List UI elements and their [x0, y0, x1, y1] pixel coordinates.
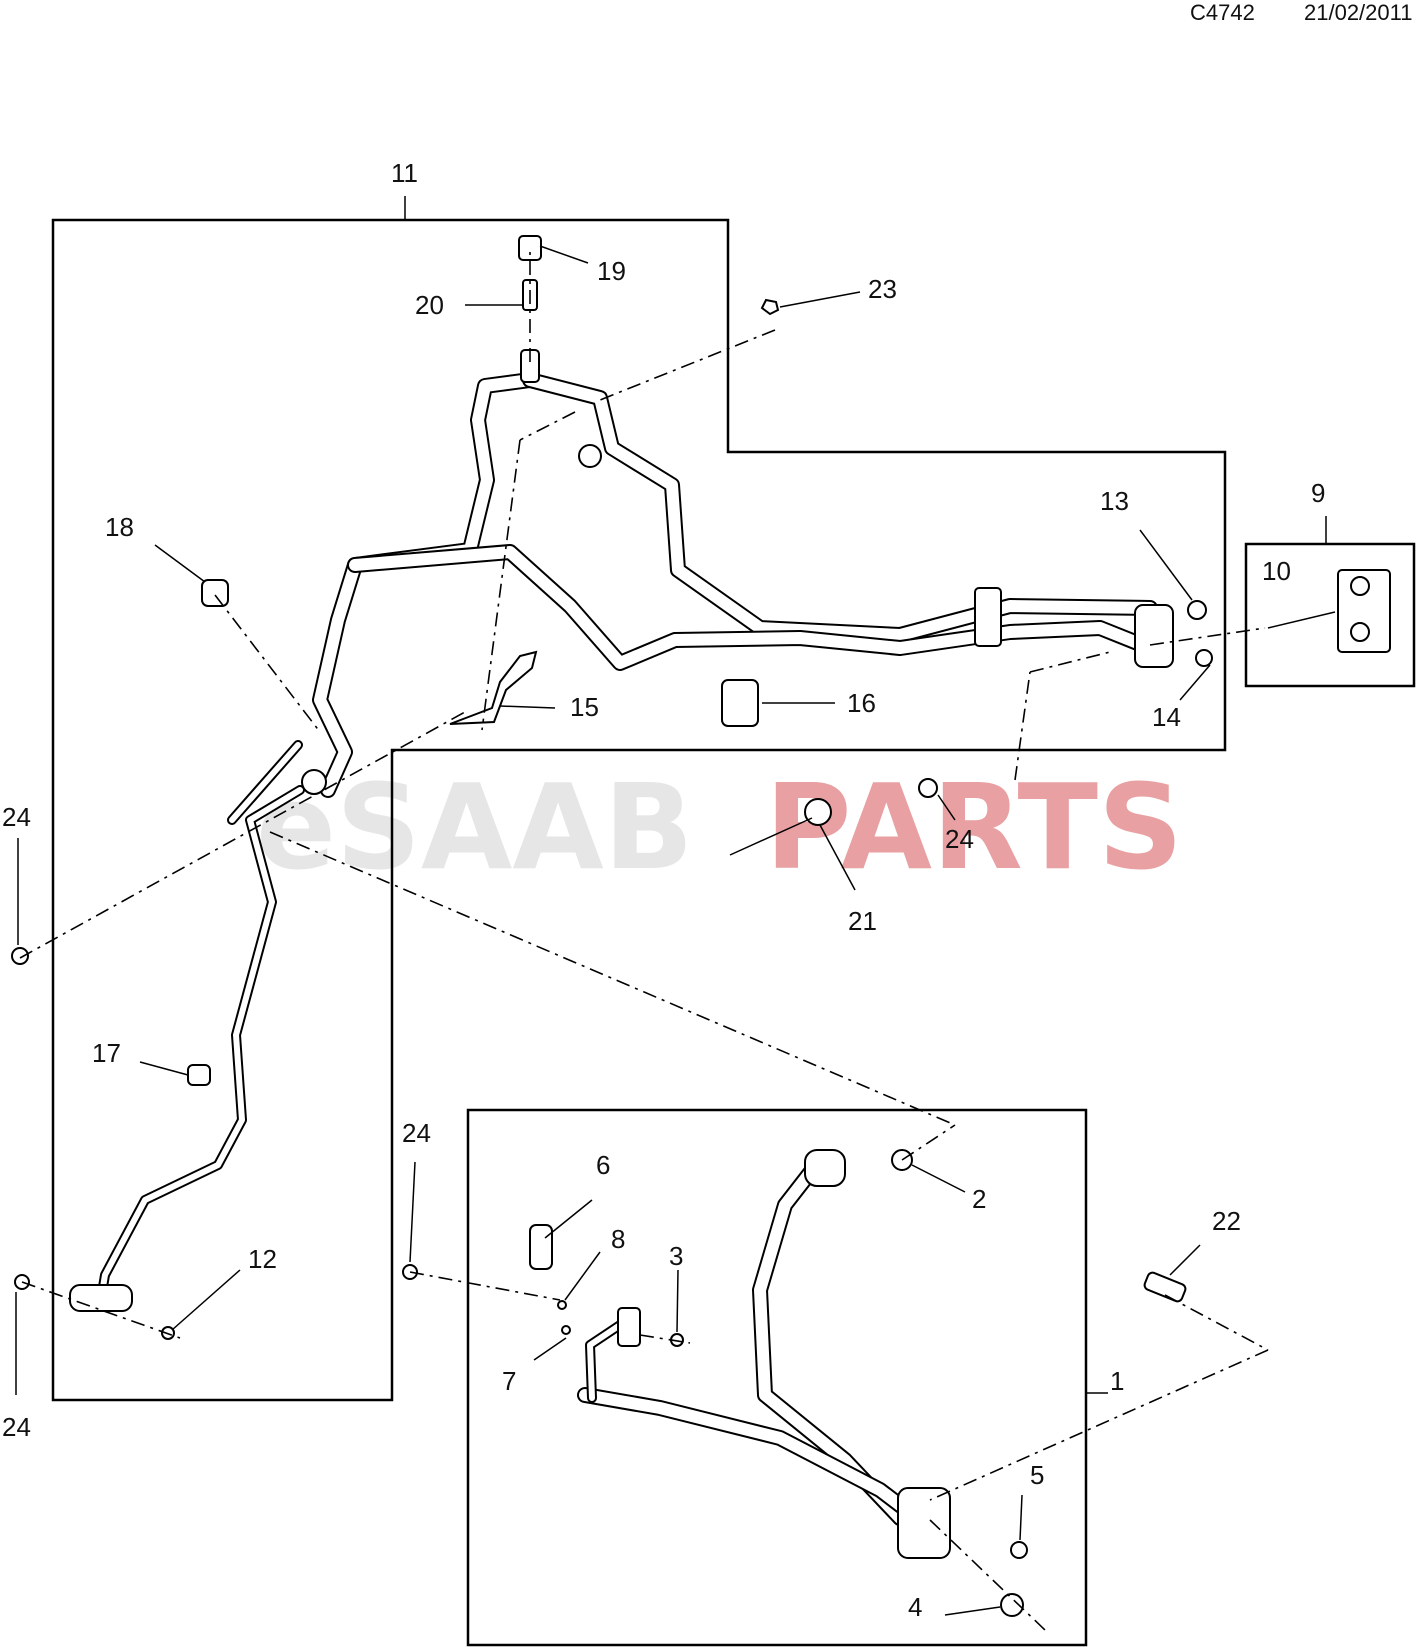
callout-7: 7 [502, 1366, 516, 1396]
callout-23: 23 [868, 274, 897, 304]
small-parts [11, 235, 1213, 1617]
watermark-parts: PARTS [765, 758, 1183, 896]
valve-bolt [1267, 611, 1336, 629]
part-13-seal [1187, 600, 1207, 620]
callout-8: 8 [611, 1224, 625, 1254]
part-4-seal [1000, 1593, 1024, 1617]
part-17-clip [187, 1064, 211, 1086]
service-port-fitting [617, 1307, 641, 1347]
callout-2: 2 [972, 1184, 986, 1214]
part-24-nut-left [11, 947, 29, 965]
callout-19: 19 [597, 256, 626, 286]
valve-port-upper [1350, 576, 1370, 596]
part-24-nut-upper [918, 778, 938, 798]
part-18-cap [201, 579, 229, 607]
block-fitting [1134, 604, 1174, 668]
part-19-cap [518, 235, 542, 261]
callout-24-lower: 24 [402, 1118, 431, 1148]
part-15-bracket [449, 650, 538, 725]
valve-port-lower [1350, 622, 1370, 642]
part-5-nut [1010, 1541, 1028, 1559]
callout-12: 12 [248, 1244, 277, 1274]
callout-3: 3 [669, 1241, 683, 1271]
callout-16: 16 [847, 688, 876, 718]
lower-pipe-fitting [69, 1284, 133, 1312]
assembly-1-outline [466, 1108, 1088, 1647]
assembly-11-outline [51, 218, 1227, 1402]
lower-block-fitting [897, 1487, 951, 1559]
callout-14: 14 [1152, 702, 1181, 732]
part-14-seal [1195, 649, 1213, 667]
callout-5: 5 [1030, 1460, 1044, 1490]
part-7-seal [561, 1325, 571, 1335]
callout-22: 22 [1212, 1206, 1241, 1236]
hose-assembly-11 [69, 372, 1174, 1312]
callout-1: 1 [1110, 1366, 1124, 1396]
callout-24-left: 24 [2, 802, 31, 832]
pipe-port [301, 769, 327, 795]
hose-assembly-1 [577, 1149, 951, 1559]
part-6-switch [529, 1224, 553, 1270]
part-16-clip [721, 679, 759, 727]
watermark: eSAAB PARTS [256, 758, 1183, 896]
part-22-bolt [1143, 1271, 1187, 1303]
pipe-clip-upper [578, 444, 602, 468]
part-21-grommet [804, 798, 832, 826]
callout-4: 4 [908, 1592, 922, 1622]
installation-lines [19, 250, 1269, 1631]
callout-10: 10 [1262, 556, 1291, 586]
callout-24-upper: 24 [945, 824, 974, 854]
expansion-valve-assembly [1267, 569, 1391, 653]
callout-6: 6 [596, 1150, 610, 1180]
diagram-code: C4742 [1190, 0, 1255, 25]
part-23-nut [760, 298, 780, 316]
diagram-date: 21/02/2011 [1304, 0, 1412, 25]
assembly-9-outline [1244, 542, 1416, 688]
lower-hose-flange [804, 1149, 846, 1187]
callout-24-lower-left: 24 [2, 1412, 31, 1442]
callouts: 11 19 20 23 13 9 10 18 15 16 14 24 24 21… [2, 158, 1325, 1622]
hose-bracket [974, 587, 1002, 647]
callout-21: 21 [848, 906, 877, 936]
callout-18: 18 [105, 512, 134, 542]
callout-9: 9 [1311, 478, 1325, 508]
part-21-strap [729, 817, 813, 856]
leader-lines [15, 245, 1211, 1616]
callout-13: 13 [1100, 486, 1129, 516]
callout-17: 17 [92, 1038, 121, 1068]
part-8-core [557, 1300, 567, 1310]
callout-20: 20 [415, 290, 444, 320]
callout-15: 15 [570, 692, 599, 722]
callout-11: 11 [391, 158, 418, 188]
